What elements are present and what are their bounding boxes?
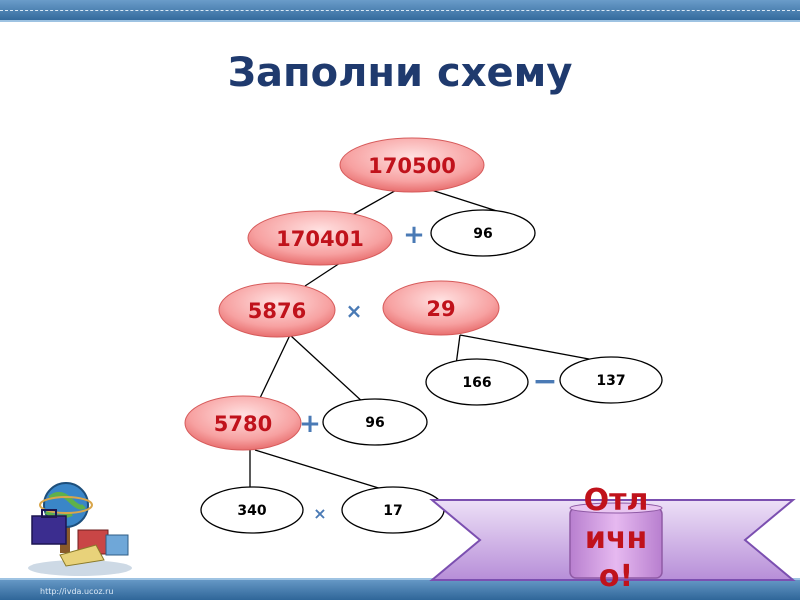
- node-96a: 96: [430, 209, 536, 257]
- top-band: [0, 0, 800, 22]
- node-170401: 170401: [247, 210, 393, 266]
- praise-button[interactable]: [569, 502, 663, 579]
- operator-minus: −: [532, 364, 557, 399]
- node-166-label: 166: [462, 375, 491, 391]
- node-96a-label: 96: [473, 226, 492, 242]
- node-5876: 5876: [218, 282, 336, 338]
- page-title: Заполни схему: [227, 50, 573, 96]
- operator-plus-1: +: [403, 220, 425, 250]
- line-170500-96a: [424, 187, 501, 213]
- node-166: 166: [425, 358, 529, 406]
- line-5876-96b: [289, 334, 366, 405]
- node-340-label: 340: [237, 503, 266, 519]
- praise-text: Отл ичн о!: [583, 483, 649, 594]
- node-5876-label: 5876: [248, 299, 306, 323]
- operator-multiply-1: ×: [346, 299, 363, 323]
- bottom-band-line: [0, 578, 800, 580]
- node-170401-label: 170401: [276, 227, 364, 251]
- node-29: 29: [382, 280, 500, 336]
- line-29-137: [459, 334, 606, 363]
- node-29-label: 29: [426, 297, 455, 321]
- node-170500-label: 170500: [368, 154, 456, 178]
- node-340: 340: [200, 486, 304, 534]
- briefcase-icon: [31, 509, 129, 567]
- node-5780-label: 5780: [214, 412, 272, 436]
- line-5876-5780: [259, 334, 291, 399]
- footer-url: http://ivda.ucoz.ru: [40, 587, 114, 596]
- node-96b: 96: [322, 398, 428, 446]
- line-5780-17: [254, 449, 386, 491]
- line-170401-5876: [304, 262, 341, 287]
- line-29-166: [455, 334, 461, 366]
- node-137: 137: [559, 356, 663, 404]
- top-band-dashes: [0, 10, 800, 12]
- node-5780: 5780: [184, 395, 302, 451]
- operator-multiply-2: ×: [313, 504, 326, 523]
- node-96b-label: 96: [365, 415, 384, 431]
- line-170500-170401: [351, 187, 401, 216]
- node-170500: 170500: [339, 137, 485, 193]
- top-band-line: [0, 20, 800, 22]
- node-17: 17: [341, 486, 445, 534]
- operator-plus-2: +: [299, 409, 321, 439]
- node-137-label: 137: [596, 373, 625, 389]
- node-17-label: 17: [383, 503, 402, 519]
- connector-lines: [249, 187, 606, 491]
- bottom-band: [0, 578, 800, 600]
